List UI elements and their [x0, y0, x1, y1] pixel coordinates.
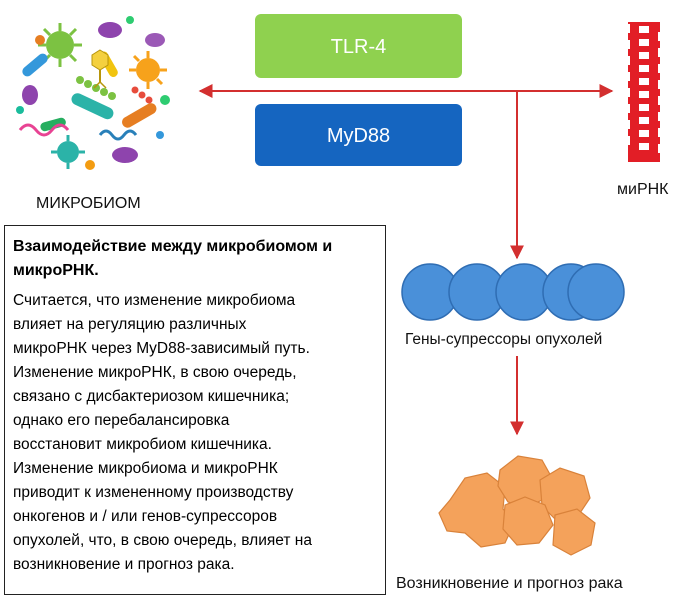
info-line: влияет на регуляцию различных	[13, 316, 247, 333]
info-line: опухолей, что, в свою очередь, влияет на	[13, 532, 312, 549]
info-line: Считается, что изменение микробиома	[13, 292, 296, 309]
info-body: Считается, что изменение микробиома влия…	[13, 289, 377, 577]
info-line: Изменение микроРНК, в свою очередь,	[13, 364, 297, 381]
info-line: однако его перебалансировка	[13, 412, 230, 429]
myd88-label: MyD88	[327, 125, 390, 147]
myd88-box	[255, 104, 462, 166]
info-line: онкогенов и / или генов-супрессоров	[13, 508, 278, 525]
cancer-label: Возникновение и прогноз рака	[396, 575, 623, 592]
info-line: приводит к измененному производству	[13, 484, 294, 501]
info-line: возникновение и прогноз рака.	[13, 556, 235, 573]
suppressor-genes-icon	[401, 263, 625, 321]
info-line: микроРНК через MyD88-зависимый путь.	[13, 340, 310, 357]
mirna-label: миРНК	[617, 181, 669, 198]
microbiome-label: МИКРОБИОМ	[36, 195, 141, 212]
microbiome-icon	[10, 13, 174, 177]
info-line: восстановит микробиом кишечника.	[13, 436, 272, 453]
info-line: связано с дисбактериозом кишечника;	[13, 388, 290, 405]
info-line: Изменение микробиома и микроРНК	[13, 460, 278, 477]
info-box: Взаимодействие между микробиомом и микро…	[4, 225, 386, 595]
info-title: Взаимодействие между микробиомом и микро…	[13, 238, 333, 279]
suppressor-genes-label: Гены-супрессоры опухолей	[405, 331, 602, 348]
mirna-icon	[624, 22, 664, 162]
tlr4-box	[255, 14, 462, 78]
cancer-cells-icon	[438, 455, 596, 556]
tlr4-label: TLR-4	[331, 36, 387, 58]
